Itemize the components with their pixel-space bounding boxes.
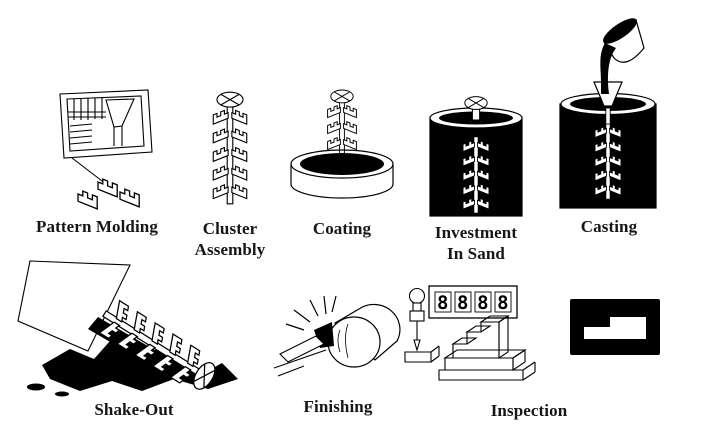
cluster-assembly-icon xyxy=(178,86,282,216)
step-finished-part xyxy=(570,299,660,355)
grinding-wheel xyxy=(327,303,401,368)
label-line: Shake-Out xyxy=(94,400,174,419)
sprue-head xyxy=(464,96,488,110)
cluster-tree xyxy=(213,92,246,204)
label-line: Inspection xyxy=(490,401,568,420)
work-bench xyxy=(273,349,327,377)
label-line: Pattern Molding xyxy=(36,217,158,236)
coating-icon xyxy=(290,86,394,199)
step-coating: Coating xyxy=(283,86,401,239)
label-line: In Sand xyxy=(447,244,505,263)
probe-gauge xyxy=(404,287,440,363)
step-label: Inspection xyxy=(403,400,568,421)
metal-stream xyxy=(600,43,616,94)
label-line: Casting xyxy=(580,217,638,236)
casting-icon xyxy=(559,18,657,209)
label-line: Investment xyxy=(434,223,518,242)
sprue-neck xyxy=(605,107,611,125)
step-label: Casting xyxy=(581,216,637,237)
inspection-display-value: 8888 xyxy=(437,292,517,314)
workpiece-rod xyxy=(279,335,325,363)
slurry-surface xyxy=(300,153,384,175)
step-label: Cluster Assembly xyxy=(195,218,266,260)
mold-machine xyxy=(59,89,153,185)
step-cluster-assembly: Cluster Assembly xyxy=(178,86,282,260)
step-shake-out: Shake-Out xyxy=(17,255,250,420)
shake-out-icon xyxy=(17,260,238,397)
step-finishing: Finishing xyxy=(273,290,402,417)
label-line: Cluster xyxy=(202,219,258,238)
finishing-icon xyxy=(273,295,401,377)
step-label: Shake-Out xyxy=(94,399,173,420)
step-label: Finishing xyxy=(304,396,373,417)
step-label: Coating xyxy=(313,218,371,239)
shakeout-plane xyxy=(17,260,131,352)
molded-parts xyxy=(77,178,140,210)
step-inspection: 8888 Inspection xyxy=(395,282,575,421)
investment-in-sand-icon xyxy=(429,96,523,217)
ladle-melt xyxy=(603,18,637,44)
stepped-part xyxy=(451,314,510,360)
bowl-wall xyxy=(290,164,394,199)
step-label: Investment In Sand xyxy=(435,222,517,264)
label-line: Assembly xyxy=(194,240,266,259)
pouring-ladle xyxy=(603,19,645,63)
finished-part-icon xyxy=(570,299,660,355)
step-label: Pattern Molding xyxy=(36,216,158,237)
pattern-molding-icon xyxy=(59,89,153,210)
inspection-icon: 8888 xyxy=(404,285,536,381)
label-line: Coating xyxy=(312,219,372,238)
digital-display: 8888 xyxy=(428,285,518,319)
step-investment-in-sand: Investment In Sand xyxy=(421,86,531,264)
label-line: Finishing xyxy=(303,397,373,416)
spark-lines xyxy=(285,295,337,331)
step-casting: Casting xyxy=(548,8,670,237)
bowl-rim xyxy=(290,149,394,179)
stepped-part-silhouette xyxy=(584,317,646,339)
step-pattern-molding: Pattern Molding xyxy=(22,86,172,237)
